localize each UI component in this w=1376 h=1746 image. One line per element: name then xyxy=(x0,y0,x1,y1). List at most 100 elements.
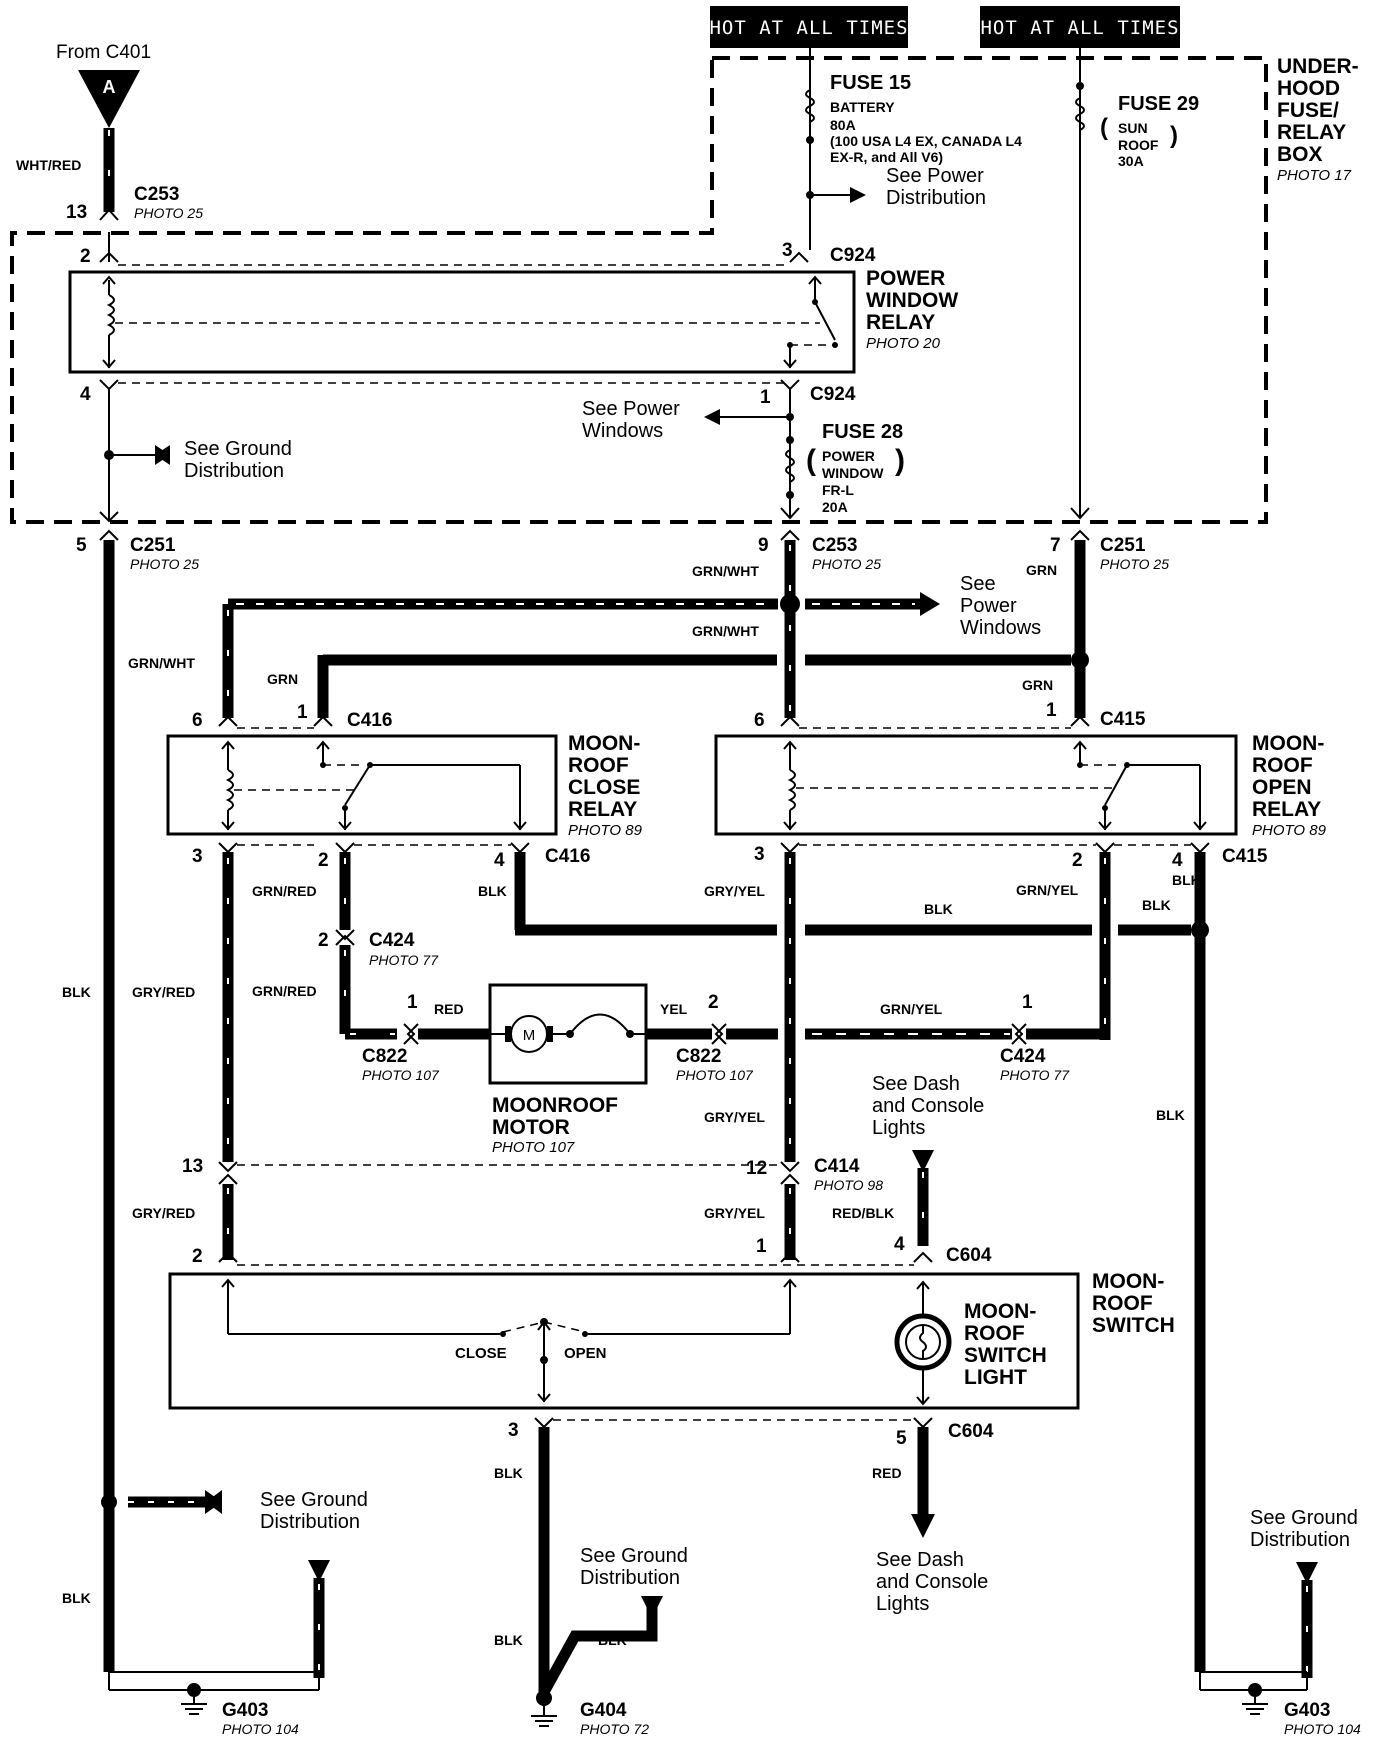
from-c401-label: From C401 xyxy=(56,42,151,63)
c604-top-label: C604 xyxy=(946,1245,992,1266)
svg-text:SUN: SUN xyxy=(1118,120,1148,136)
svg-text:ROOF: ROOF xyxy=(1092,1292,1153,1315)
see-ground-label-4: See Ground Distribution xyxy=(1250,1507,1358,1551)
svg-text:See Dash: See Dash xyxy=(872,1073,960,1095)
see-ground-label-1: See Ground Distribution xyxy=(184,438,292,482)
svg-text:CLOSE: CLOSE xyxy=(568,776,640,799)
svg-text:PHOTO 77: PHOTO 77 xyxy=(1000,1067,1070,1083)
svg-text:PHOTO 25: PHOTO 25 xyxy=(134,205,203,221)
svg-text:MOON-: MOON- xyxy=(964,1300,1036,1323)
c822-right-label: C822 xyxy=(676,1046,721,1067)
svg-text:RED/BLK: RED/BLK xyxy=(832,1205,894,1221)
see-power-windows-label: See Power Windows xyxy=(582,398,680,442)
svg-text:4: 4 xyxy=(80,384,91,405)
fuse-29-label: FUSE 29 ( SUN ROOF ) 30A xyxy=(1100,93,1199,169)
svg-text:Distribution: Distribution xyxy=(580,1567,680,1589)
svg-text:See Ground: See Ground xyxy=(184,438,292,460)
svg-text:13: 13 xyxy=(66,202,87,223)
svg-text:See: See xyxy=(960,573,996,595)
svg-text:GRY/RED: GRY/RED xyxy=(132,984,195,1000)
svg-text:LIGHT: LIGHT xyxy=(964,1366,1027,1389)
svg-text:FR-L: FR-L xyxy=(822,482,854,498)
hot-badge-right: HOT AT ALL TIMES xyxy=(980,6,1180,48)
see-dash-lights-label-2: See Dash and Console Lights xyxy=(876,1549,988,1615)
svg-text:HOOD: HOOD xyxy=(1277,77,1340,100)
svg-text:Windows: Windows xyxy=(582,420,663,442)
svg-text:BLK: BLK xyxy=(1142,897,1171,913)
svg-text:1: 1 xyxy=(1046,700,1057,721)
svg-text:ROOF: ROOF xyxy=(964,1322,1025,1345)
svg-text:GRN/WHT: GRN/WHT xyxy=(692,623,759,639)
svg-text:9: 9 xyxy=(758,535,769,556)
svg-text:MOON-: MOON- xyxy=(1252,732,1324,755)
svg-text:PHOTO 107: PHOTO 107 xyxy=(676,1067,754,1083)
c415-bottom-label: C415 xyxy=(1222,846,1268,867)
svg-text:): ) xyxy=(1170,122,1178,149)
moonroof-motor-label: MOONROOF MOTOR PHOTO 107 xyxy=(492,1094,618,1156)
svg-text:3: 3 xyxy=(782,240,793,261)
connector-a-label: A xyxy=(103,77,116,97)
svg-text:See Dash: See Dash xyxy=(876,1549,964,1571)
svg-text:POWER: POWER xyxy=(822,448,875,464)
svg-text:FUSE/: FUSE/ xyxy=(1277,99,1339,122)
svg-text:and Console: and Console xyxy=(876,1571,988,1593)
svg-text:RED: RED xyxy=(872,1465,902,1481)
svg-text:WINDOW: WINDOW xyxy=(822,465,884,481)
svg-text:See Ground: See Ground xyxy=(1250,1507,1358,1529)
svg-text:Distribution: Distribution xyxy=(1250,1529,1350,1551)
svg-text:5: 5 xyxy=(896,1428,907,1449)
svg-text:Distribution: Distribution xyxy=(886,187,986,209)
svg-text:3: 3 xyxy=(754,844,765,865)
svg-text:ROOF: ROOF xyxy=(1252,754,1313,777)
svg-text:(: ( xyxy=(806,444,816,477)
motor-icon: M xyxy=(490,1013,646,1053)
svg-text:1: 1 xyxy=(407,992,418,1013)
svg-text:GRN/YEL: GRN/YEL xyxy=(1016,882,1079,898)
svg-text:BLK: BLK xyxy=(1172,872,1201,888)
svg-text:WINDOW: WINDOW xyxy=(866,289,958,312)
svg-text:PHOTO 20: PHOTO 20 xyxy=(866,335,941,352)
svg-text:OPEN: OPEN xyxy=(1252,776,1312,799)
svg-text:BLK: BLK xyxy=(494,1465,523,1481)
svg-text:PHOTO 25: PHOTO 25 xyxy=(812,556,881,572)
power-window-relay-internals xyxy=(102,275,838,369)
see-dash-lights-label-1: See Dash and Console Lights xyxy=(872,1073,984,1139)
fuse-box-outline xyxy=(10,56,1268,524)
svg-text:7: 7 xyxy=(1050,535,1061,556)
svg-text:UNDER-: UNDER- xyxy=(1277,55,1359,78)
svg-text:13: 13 xyxy=(182,1156,203,1177)
c415-top-label: C415 xyxy=(1100,709,1146,730)
svg-text:20A: 20A xyxy=(822,499,848,515)
svg-text:6: 6 xyxy=(754,710,765,731)
hot-badge-left: HOT AT ALL TIMES xyxy=(709,6,908,48)
moonroof-close-relay-box xyxy=(166,734,558,836)
svg-text:MOONROOF: MOONROOF xyxy=(492,1094,618,1117)
svg-text:Distribution: Distribution xyxy=(260,1511,360,1533)
svg-text:PHOTO 104: PHOTO 104 xyxy=(1284,1721,1361,1737)
g404-label: G404 xyxy=(580,1700,627,1721)
power-window-relay-box xyxy=(68,270,856,374)
moonroof-switch-box xyxy=(168,1272,1080,1410)
svg-text:Lights: Lights xyxy=(872,1117,925,1139)
g403-left-ground-icon xyxy=(181,1683,207,1715)
svg-text:GRN: GRN xyxy=(267,671,298,687)
svg-text:BATTERY: BATTERY xyxy=(830,99,895,115)
svg-text:YEL: YEL xyxy=(660,1001,688,1017)
svg-text:Lights: Lights xyxy=(876,1593,929,1615)
svg-text:PHOTO 77: PHOTO 77 xyxy=(369,952,439,968)
close-relay-label: MOON- ROOF CLOSE RELAY PHOTO 89 xyxy=(568,732,643,839)
svg-text:5: 5 xyxy=(76,535,87,556)
svg-text:See Ground: See Ground xyxy=(260,1489,368,1511)
svg-text:POWER: POWER xyxy=(866,267,945,290)
connector-a-icon xyxy=(78,70,140,128)
svg-text:and Console: and Console xyxy=(872,1095,984,1117)
svg-text:Distribution: Distribution xyxy=(184,460,284,482)
c414-label: C414 xyxy=(814,1156,860,1177)
switch-open-label: OPEN xyxy=(564,1345,607,1362)
svg-text:See Power: See Power xyxy=(886,165,984,187)
svg-text:2: 2 xyxy=(1072,850,1083,871)
moonroof-switch-internals xyxy=(221,1278,797,1403)
svg-text:FUSE 28: FUSE 28 xyxy=(822,421,903,443)
g403-right-ground-icon xyxy=(1242,1683,1268,1715)
